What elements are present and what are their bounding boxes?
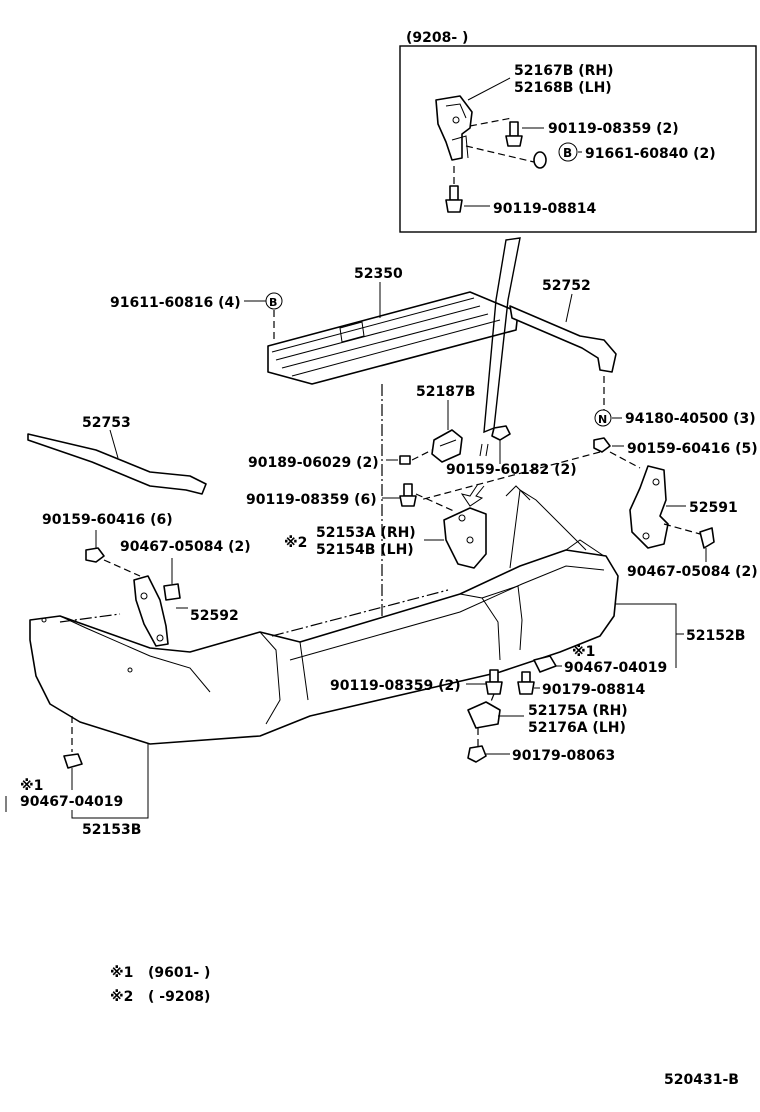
- inset-marker-b-letter: B: [563, 146, 572, 160]
- label-52153a: 52153A (RH): [316, 525, 416, 541]
- nut-90159-60416-icon: [593, 437, 611, 453]
- label-52592: 52592: [190, 608, 239, 624]
- nut-90179-08063-icon: [467, 745, 487, 763]
- mudguard-52752: 52752: [509, 278, 617, 410]
- label-94180: 94180-40500 (3): [625, 411, 756, 427]
- nut-90159-60182-icon: [491, 425, 511, 441]
- inset-label-bolt-b: 90119-08814: [493, 201, 596, 217]
- bolt-90119-6-icon: [399, 483, 417, 507]
- mark-1-right: ※1: [572, 644, 595, 660]
- label-52591: 52591: [689, 500, 738, 516]
- label-52153b: 52153B: [82, 822, 141, 838]
- label-90467-l: 90467-05084 (2): [120, 539, 251, 555]
- bracket-52153a: [443, 507, 487, 569]
- note-1-mark: ※1: [110, 965, 133, 981]
- bolt-90179-08814-icon: [517, 671, 535, 695]
- label-90119-6: 90119-08359 (6): [246, 492, 377, 508]
- note-2-text: ( -9208): [148, 989, 210, 1005]
- bumper-cover-52152b: [29, 485, 619, 745]
- marker-b-letter: B: [269, 296, 277, 309]
- clip-90467-04019-l-icon: [63, 753, 83, 769]
- label-52350: 52350: [354, 266, 403, 282]
- label-52753: 52753: [82, 415, 131, 431]
- note-2-mark: ※2: [110, 989, 133, 1005]
- figure-id: 520431-B: [664, 1072, 739, 1088]
- mark-2: ※2: [284, 535, 307, 551]
- label-90467-04019-r: 90467-04019: [564, 660, 667, 676]
- inset-label-bolt-a: 90119-08359 (2): [548, 121, 679, 137]
- clip-90467-04019-r-icon: [533, 655, 557, 673]
- inset-label-rh: 52167B (RH): [514, 63, 614, 79]
- bracket-52591: 52591: [629, 465, 738, 549]
- inset-label-lh: 52168B (LH): [514, 80, 612, 96]
- note-1-text: (9601- ): [148, 965, 210, 981]
- label-90189: 90189-06029 (2): [248, 455, 379, 471]
- bracket-52175a: 52175A (RH) 52176A (LH): [467, 701, 628, 736]
- label-90119-2: 90119-08359 (2): [330, 678, 461, 694]
- bracket-52592: 52592: [133, 575, 239, 647]
- clip-90467-l-icon: [163, 583, 181, 601]
- label-52187b: 52187B: [416, 384, 475, 400]
- bolt-90119-2-icon: [485, 669, 503, 695]
- step-pad-52350: 52350: [267, 266, 519, 634]
- clip-90189-icon: [399, 455, 411, 465]
- label-90179-08063: 90179-08063: [512, 748, 615, 764]
- marker-n: [594, 409, 612, 427]
- label-52176a: 52176A (LH): [528, 720, 626, 736]
- inset-marker-b: [558, 142, 578, 162]
- trim-strip-52753: 52753: [27, 415, 207, 495]
- inset-washer-icon: [533, 151, 547, 169]
- clip-90467-r-icon: [699, 527, 715, 549]
- inset-date-range: (9208- ): [406, 30, 468, 46]
- inset-box: (9208- ) 52167B (RH) 52168B (LH) 90119-0…: [399, 30, 757, 233]
- inset-label-nut-b: 91661-60840 (2): [585, 146, 716, 162]
- label-52154b: 52154B (LH): [316, 542, 414, 558]
- label-91611: 91611-60816 (4): [110, 295, 241, 311]
- mark-1-left: ※1: [20, 778, 43, 794]
- label-52175a: 52175A (RH): [528, 703, 628, 719]
- label-90179-08814: 90179-08814: [542, 682, 645, 698]
- inset-bolt-icon: [505, 121, 523, 147]
- label-90159-60182: 90159-60182 (2): [446, 462, 577, 478]
- label-52752: 52752: [542, 278, 591, 294]
- label-52152b: 52152B: [686, 628, 745, 644]
- nut-90159-left-icon: [85, 547, 105, 563]
- label-90159-60416-5: 90159-60416 (5): [627, 441, 758, 457]
- direction-arrow-icon: [460, 483, 485, 507]
- label-90467-04019-l: 90467-04019: [20, 794, 123, 810]
- footnotes: ※1 (9601- ) ※2 ( -9208): [110, 965, 210, 1005]
- marker-b: [265, 292, 283, 310]
- bracket-52187b: 52187B: [416, 384, 475, 463]
- inset-bolt-b-icon: [445, 185, 463, 213]
- marker-n-letter: N: [598, 413, 607, 426]
- label-90159-60416-6: 90159-60416 (6): [42, 512, 173, 528]
- label-90467-r: 90467-05084 (2): [627, 564, 758, 580]
- inset-bracket-shape: [435, 95, 473, 161]
